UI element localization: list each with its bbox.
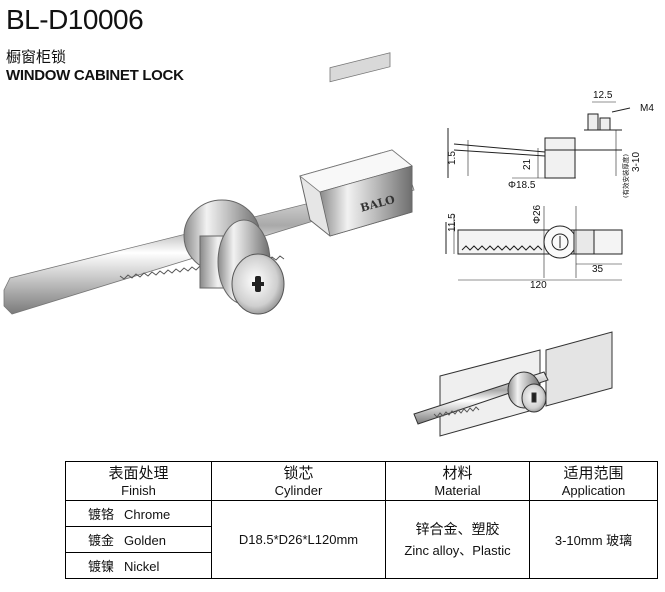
application-value: 3-10mm 玻璃	[529, 500, 658, 579]
dim-1-5: 1.5	[447, 151, 458, 165]
product-name-cn: 橱窗柜锁	[6, 48, 67, 66]
finish-golden-cn: 镀金	[88, 534, 115, 549]
header-cylinder-en: Cylinder	[274, 483, 323, 498]
finish-golden: 镀金 Golden	[65, 526, 212, 553]
material-en: Zinc alloy、Plastic	[404, 543, 511, 558]
header-cylinder: 锁芯 Cylinder	[211, 461, 386, 501]
header-application-en: Application	[561, 483, 626, 498]
header-material: 材料 Material	[385, 461, 530, 501]
dim-35: 35	[592, 264, 604, 275]
installation-illustration	[413, 331, 613, 437]
model-number: BL-D10006	[6, 4, 144, 35]
finish-nickel: 镀镍 Nickel	[65, 552, 212, 579]
header-finish-cn: 表面处理	[108, 464, 169, 482]
header-material-en: Material	[434, 483, 481, 498]
finish-nickel-cn: 镀镍	[88, 560, 115, 575]
table-row: 镀铬 Chrome D18.5*D26*L120mm 锌合金、塑胶 Zinc al…	[65, 500, 658, 579]
table-row: 镀金 Golden	[65, 526, 658, 553]
lock-cylinder	[183, 199, 285, 315]
dim-11-5: 11.5	[447, 213, 458, 232]
finish-chrome: 镀铬 Chrome	[65, 500, 212, 527]
header-finish-en: Finish	[121, 483, 156, 498]
table-row: 镀镍 Nickel	[65, 552, 658, 579]
spec-header-row: 表面处理 Finish 锁芯 Cylinder 材料 Material 适用范围…	[65, 461, 658, 501]
cylinder-value: D18.5*D26*L120mm	[211, 500, 386, 579]
dim-m4: M4	[640, 103, 654, 114]
dim-21: 21	[522, 158, 533, 170]
header-finish: 表面处理 Finish	[65, 461, 212, 501]
drawing-top-view	[445, 206, 623, 281]
material-cn: 锌合金、塑胶	[415, 522, 500, 538]
spec-table: 表面处理 Finish 锁芯 Cylinder 材料 Material 适用范围…	[65, 461, 658, 579]
dim-note: (有效安装厚度)	[621, 154, 630, 198]
header-material-cn: 材料	[442, 464, 473, 482]
header-cylinder-cn: 锁芯	[283, 464, 314, 482]
drawing-side-view	[447, 101, 631, 179]
finish-nickel-en: Nickel	[124, 559, 160, 574]
dim-phi18-5: Φ18.5	[508, 180, 536, 191]
header-application-cn: 适用范围	[563, 464, 624, 482]
dim-12-5: 12.5	[593, 90, 613, 101]
header-application: 适用范围 Application	[529, 461, 658, 501]
product-photo: BALO	[3, 52, 415, 315]
product-name-en: WINDOW CABINET LOCK	[6, 67, 184, 84]
dim-3-10: 3-10	[631, 152, 642, 172]
finish-chrome-cn: 镀铬	[88, 508, 115, 523]
keyhole-icon	[252, 276, 264, 292]
lock-bracket: BALO	[299, 52, 413, 237]
dim-phi26: Φ26	[532, 204, 543, 224]
finish-chrome-en: Chrome	[124, 507, 171, 522]
finish-golden-en: Golden	[124, 533, 166, 548]
material-value: 锌合金、塑胶 Zinc alloy、Plastic	[385, 500, 530, 579]
dim-120: 120	[530, 280, 547, 291]
